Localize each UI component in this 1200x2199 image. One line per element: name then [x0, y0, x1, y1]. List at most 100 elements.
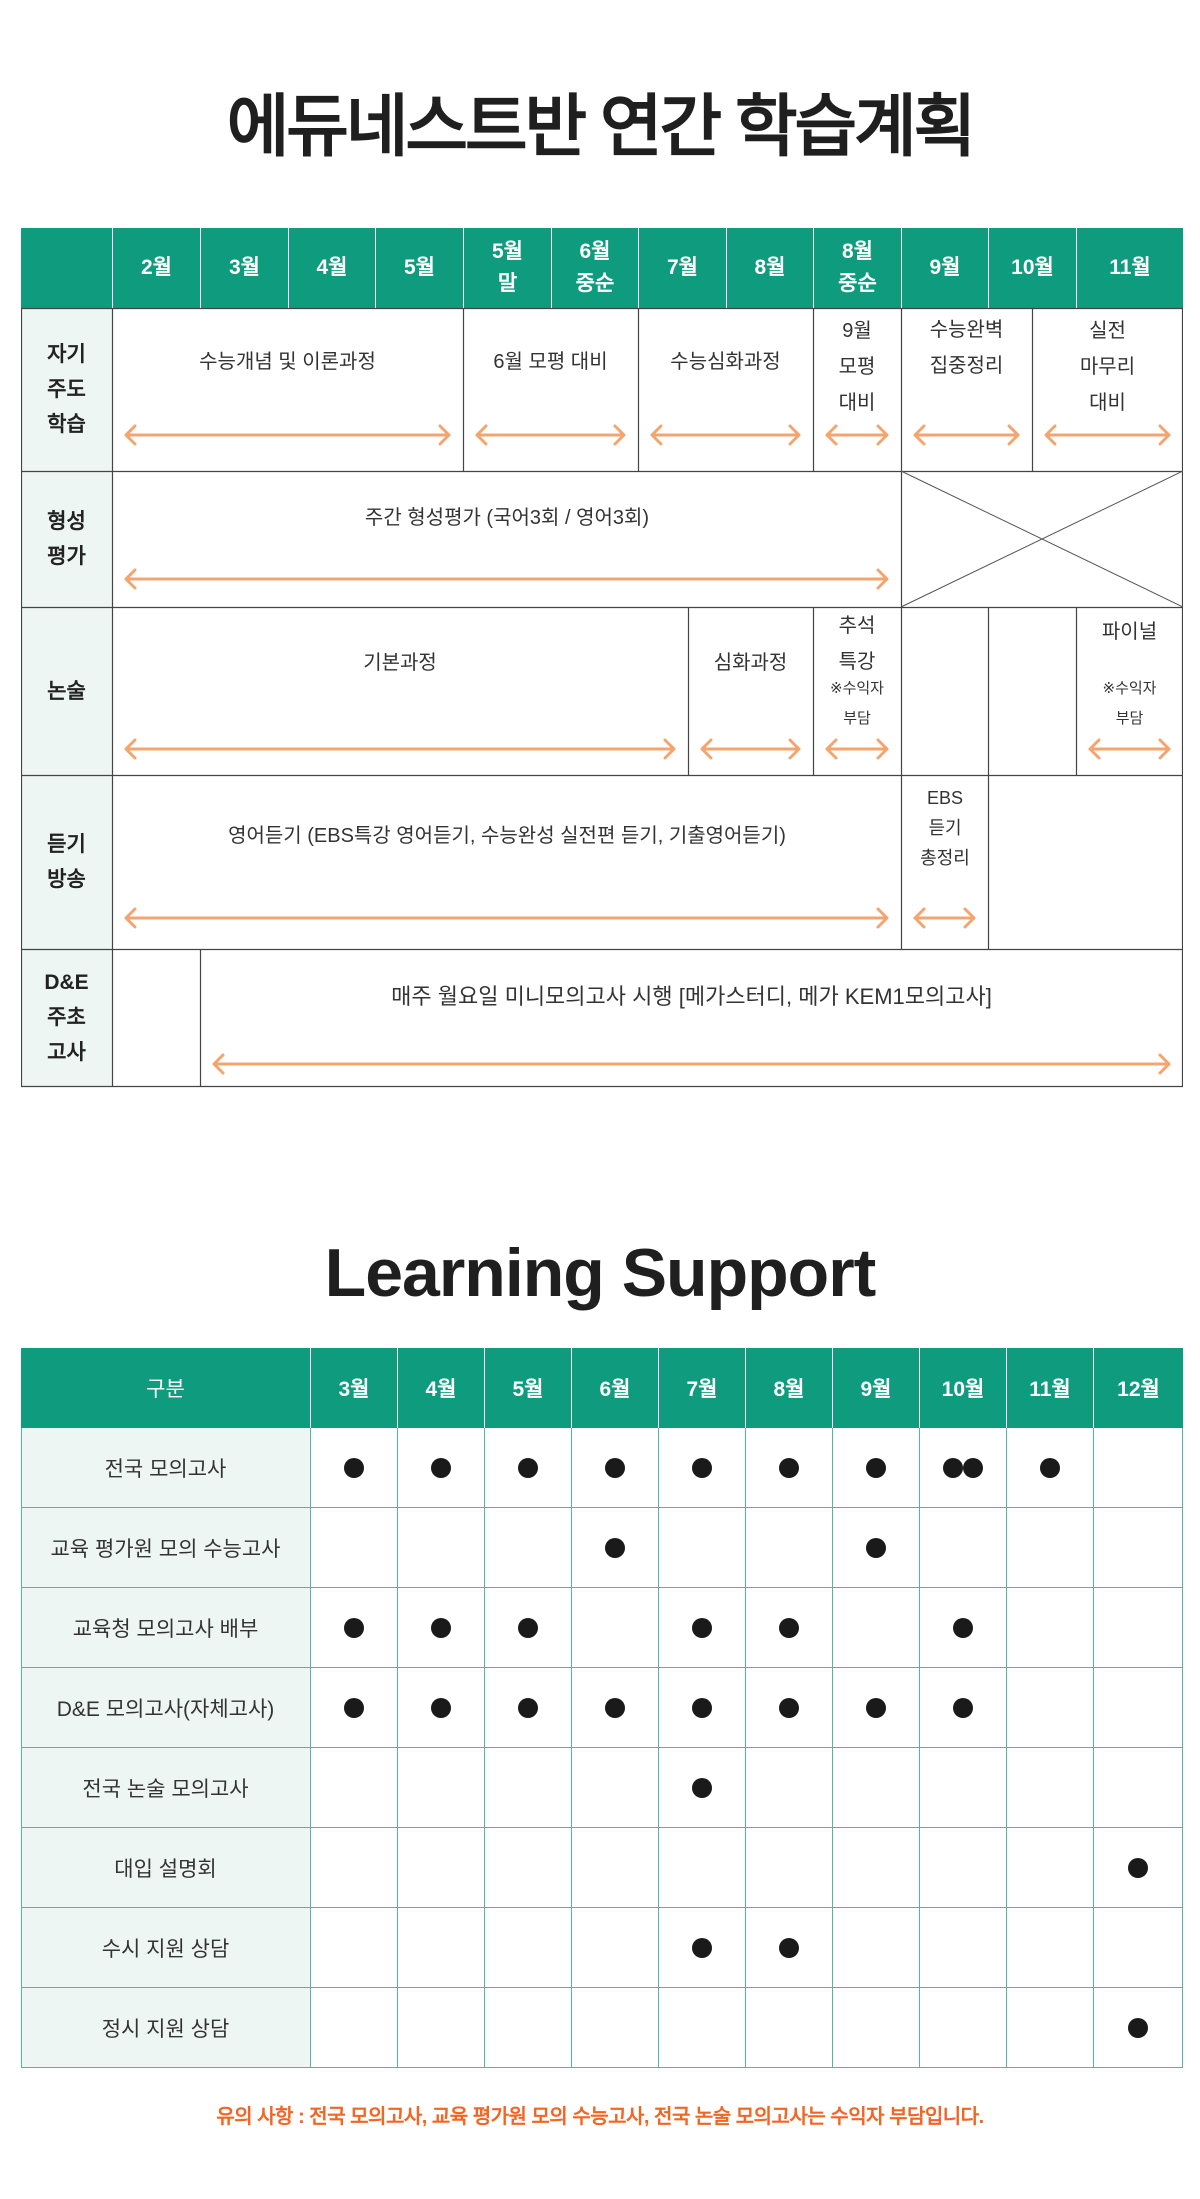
formative-cross-b: [900, 470, 1183, 608]
support-header-3: 5월: [484, 1348, 571, 1428]
weekly-mini-mock: 매주 월요일 미니모의고사 시행 [메가스터디, 메가 KEM1모의고사]: [391, 984, 992, 1009]
schedule-dot: [952, 1618, 973, 1638]
support-header-1: 3월: [310, 1348, 397, 1428]
schedule-dot: [604, 1698, 625, 1718]
arrow-essay-advanced: [700, 738, 801, 760]
schedule-dot: [517, 1618, 538, 1638]
arrow-self-study-june: [475, 424, 626, 446]
arrow-essay-final: [1088, 738, 1171, 760]
schedule-dot: [343, 1458, 364, 1478]
row-label-listening: 듣기 방송: [21, 775, 112, 949]
support-title: Learning Support: [324, 1235, 877, 1311]
schedule-dot: [1128, 2018, 1148, 2038]
listening-english: 영어듣기 (EBS특강 영어듣기, 수능완성 실전편 듣기, 기출영어듣기): [228, 825, 786, 847]
plan-header-9: 8월 중순: [813, 228, 901, 308]
notice-text: 유의 사항 : 전국 모의고사, 교육 평가원 모의 수능고사, 전국 논술 모…: [216, 2106, 984, 2128]
support-header-5: 7월: [658, 1348, 745, 1428]
plan-title: 에듀네스트반 연간 학습계획: [226, 89, 977, 165]
schedule-dot: [430, 1458, 451, 1478]
plan-header-8: 8월: [726, 228, 813, 308]
plan-header-4: 5월: [375, 228, 463, 308]
support-header-row: [21, 1348, 1183, 1428]
arrow-essay-chuseok: [825, 738, 889, 760]
support-grid-lines: [21, 1428, 1183, 2068]
self-study-advanced: 수능심화과정: [670, 351, 781, 373]
schedule-dot: [691, 1618, 712, 1638]
schedule-dot: [778, 1618, 799, 1638]
self-study-basic: 수능개념 및 이론과정: [199, 351, 376, 373]
schedule-dot: [778, 1698, 799, 1718]
row-label-essay: 논술: [21, 607, 112, 775]
support-row-label: D&E 모의고사(자체고사): [21, 1668, 310, 1748]
schedule-dot: [1128, 1858, 1148, 1878]
schedule-dot: [691, 1938, 712, 1958]
row-label-formative: 형성 평가: [21, 471, 112, 607]
schedule-dot: [343, 1618, 364, 1638]
support-header-2: 4월: [397, 1348, 484, 1428]
plan-header-5: 5월 말: [463, 228, 551, 308]
schedule-dot: [604, 1538, 625, 1558]
schedule-dot: [778, 1458, 799, 1478]
support-header-0: 구분: [146, 1378, 185, 1401]
arrow-self-study-advanced: [650, 424, 801, 446]
support-header-6: 8월: [745, 1348, 832, 1428]
listening-ebs-summary: EBS 듣기 총정리: [920, 788, 970, 868]
plan-header-1: 2월: [112, 228, 200, 308]
arrow-self-study-final: [1044, 424, 1171, 446]
schedule-dot: [517, 1698, 538, 1718]
schedule-dot: [430, 1618, 451, 1638]
formative-weekly: 주간 형성평가 (국어3회 / 영어3회): [364, 507, 650, 529]
essay-basic: 기본과정: [363, 652, 437, 674]
schedule-dot: [691, 1778, 712, 1798]
support-row-label: 전국 모의고사: [21, 1428, 310, 1508]
schedule-dot: [942, 1458, 963, 1478]
support-header-9: 11월: [1006, 1348, 1093, 1428]
arrow-weekly-test: [212, 1053, 1171, 1075]
plan-header-3: 4월: [288, 228, 375, 308]
arrow-formative: [124, 568, 889, 590]
plan-header-12: 11월: [1076, 228, 1183, 308]
plan-header-10: 9월: [901, 228, 988, 308]
row-label-weekly-test: D&E 주초 고사: [21, 949, 112, 1086]
plan-grid-lines: [21, 307, 1183, 1088]
schedule-dot: [691, 1458, 712, 1478]
essay-chuseok: 추석 특강: [838, 615, 876, 673]
support-row-label: 전국 논술 모의고사: [21, 1748, 310, 1828]
schedule-dot: [962, 1458, 983, 1478]
support-row-label: 수시 지원 상담: [21, 1908, 310, 1988]
self-study-sept-mock: 9월 모평 대비: [838, 320, 876, 414]
essay-final-note: ※수익자 부담: [1102, 680, 1157, 727]
schedule-dot: [952, 1698, 973, 1718]
arrow-self-study-basic: [124, 424, 451, 446]
arrow-listening-ebs: [913, 907, 976, 929]
essay-chuseok-note: ※수익자 부담: [830, 680, 884, 727]
support-row-label: 교육청 모의고사 배부: [21, 1588, 310, 1668]
support-row-label: 대입 설명회: [21, 1828, 310, 1908]
support-header-4: 6월: [571, 1348, 658, 1428]
plan-header-7: 7월: [638, 228, 726, 308]
row-label-self-study: 자기 주도 학습: [21, 308, 112, 471]
essay-advanced: 심화과정: [713, 652, 788, 674]
plan-header-row: [21, 228, 1183, 308]
plan-header-11: 10월: [988, 228, 1076, 308]
schedule-dot: [865, 1698, 886, 1718]
support-header-10: 12월: [1093, 1348, 1183, 1428]
support-row-label: 정시 지원 상담: [21, 1988, 310, 2068]
arrow-essay-basic: [124, 738, 676, 760]
schedule-dot: [691, 1698, 712, 1718]
schedule-dot: [865, 1458, 886, 1478]
plan-header-6: 6월 중순: [551, 228, 638, 308]
essay-final: 파이널: [1101, 621, 1158, 643]
arrow-self-study-complete: [913, 424, 1020, 446]
schedule-dot: [1039, 1458, 1060, 1478]
self-study-june-mock: 6월 모평 대비: [493, 351, 608, 373]
schedule-dot: [343, 1698, 364, 1718]
schedule-dot: [865, 1538, 886, 1558]
support-header-8: 10월: [919, 1348, 1006, 1428]
self-study-complete: 수능완벽 집중정리: [929, 319, 1004, 377]
schedule-dot: [517, 1458, 538, 1478]
support-header-7: 9월: [832, 1348, 919, 1428]
schedule-dot: [778, 1938, 799, 1958]
